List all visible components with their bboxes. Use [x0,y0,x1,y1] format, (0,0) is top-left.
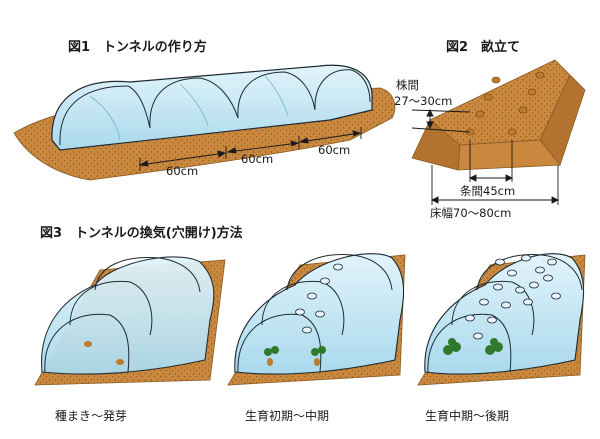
seed-mark [116,359,124,365]
fig1-spacing-label-3: 60cm [318,143,351,157]
fig1-spacing-label-1: 60cm [166,164,199,178]
fig2-title: 図2 畝立て [446,40,521,55]
hoop-arch-icon [476,254,583,291]
fig2-bed-front [457,139,561,171]
hoop-arch-icon [427,313,512,373]
hoop-arch-icon [149,77,239,129]
fig3-tunnel-late [417,253,586,386]
hoop-arch-icon [44,313,130,373]
fig1-illustration [13,64,396,181]
fig1-tunnel-film [51,64,373,151]
seed-mark [84,341,92,347]
fig2-bed-width-label: 床幅70～80cm [430,206,512,220]
fig1-title: 図1 トンネルの作り方 [68,40,207,55]
fig3-stage-label-3: 生育中期～後期 [425,409,510,423]
fig1-film-folds [89,75,289,141]
fig2-dimension-arrows [411,108,560,205]
fig1-dimension-arrows [138,127,362,171]
fig2-illustration [411,59,586,205]
hoop-arch-icon [314,69,371,111]
fig3-tunnel-sowing [34,256,226,386]
seedling-icon [264,346,326,366]
fig3-tunnel-film [40,256,215,375]
hoop-arch-icon [237,71,316,119]
fig1-hoops [59,69,371,146]
fig3-title: 図3 トンネルの換気(穴開け)方法 [40,226,243,241]
hoop-arch-icon [69,280,153,336]
fig2-planting-holes [465,71,545,136]
vent-holes [295,263,343,334]
hoop-arch-icon [451,280,535,336]
hoop-arch-icon [286,254,393,291]
seedling-icon [443,338,503,355]
fig3-stage-label-1: 種まき～発芽 [55,409,128,423]
fig3-stage-label-2: 生育初期～中期 [245,409,330,423]
vent-hole-icon [491,76,501,84]
vent-holes [465,254,561,340]
fig1-spacing-label-2: 60cm [241,152,274,166]
fig3-tunnel-film [424,253,585,375]
fig2-row-spacing-label: 条間45cm [460,184,516,198]
fig3-tunnel-early [227,253,406,386]
hoop-arch-icon [59,85,151,146]
hoop-arch-icon [94,256,201,293]
fig2-plant-spacing-value: 27～30cm [394,94,453,108]
fig2-plant-spacing-label: 株間 [396,78,419,92]
